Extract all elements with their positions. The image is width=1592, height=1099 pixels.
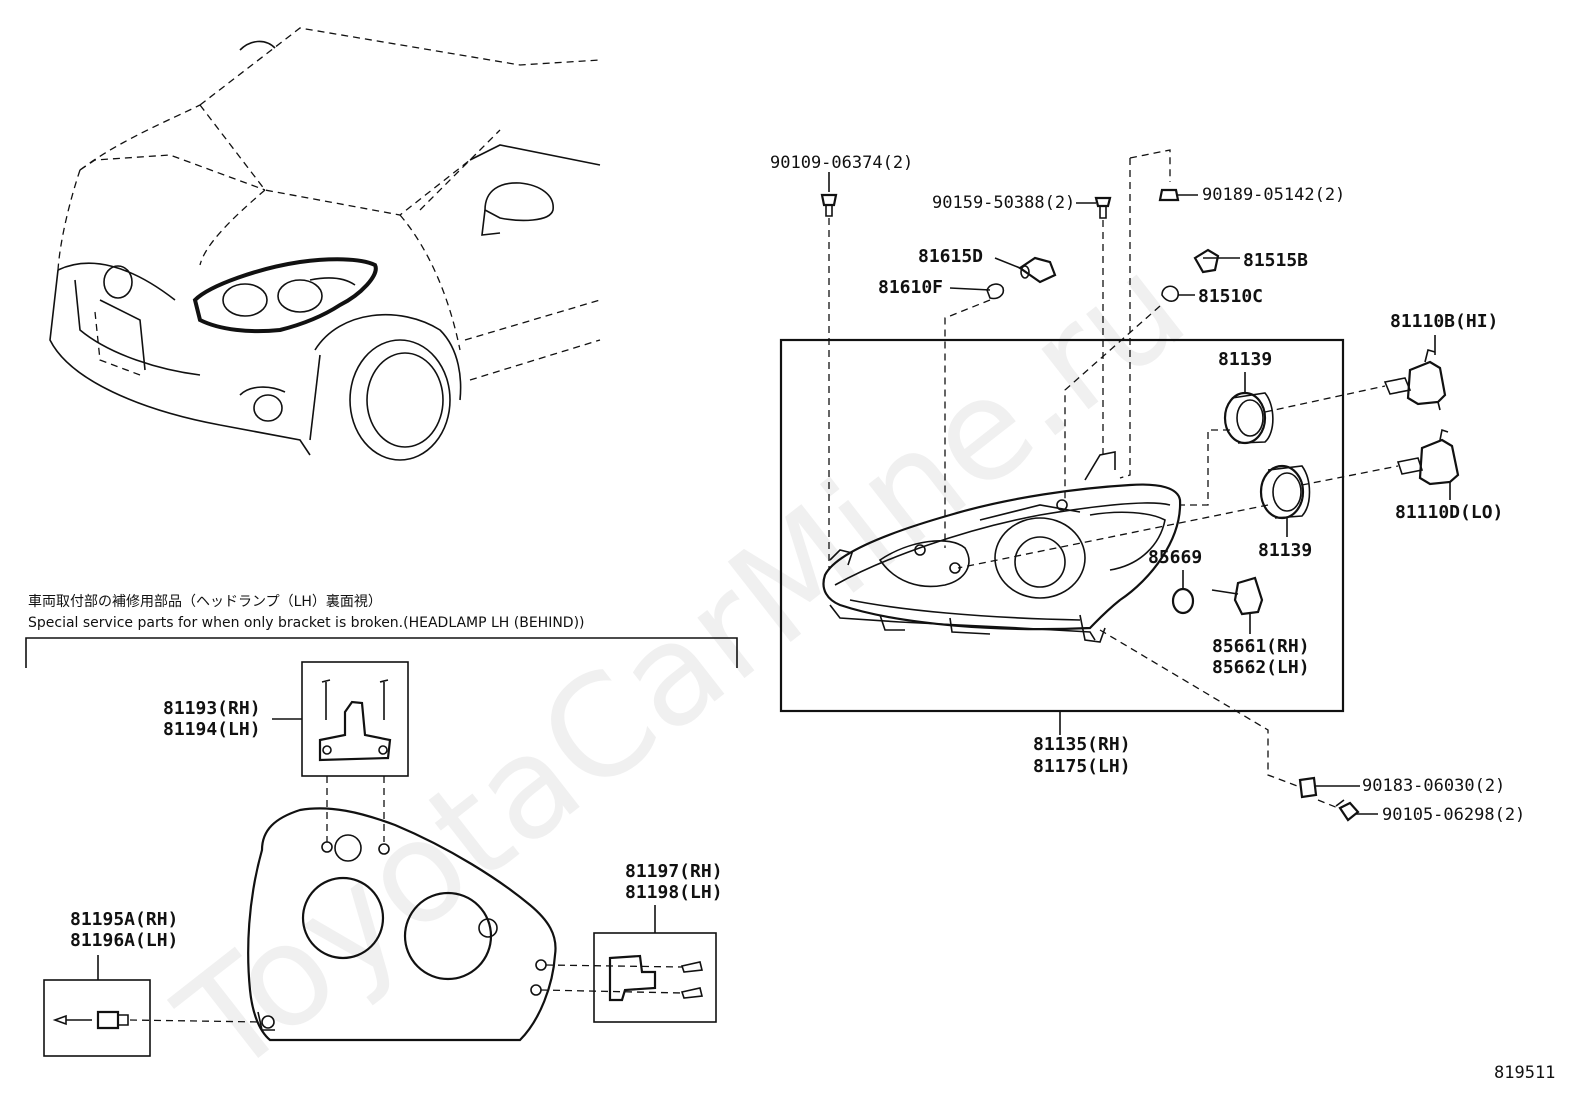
screw-90109	[820, 193, 838, 217]
screw-90105	[1335, 799, 1360, 822]
bulb-cap-81139-upper	[1223, 391, 1274, 445]
diagram-id: 819511	[1494, 1063, 1555, 1083]
label-81198-lh: 81198(LH)	[625, 882, 723, 903]
socket-81615d	[1018, 256, 1057, 284]
bulb-81610f	[986, 283, 1005, 300]
label-81139-upper: 81139	[1218, 349, 1272, 370]
label-90183-06030: 90183-06030(2)	[1362, 776, 1505, 796]
headlamp-back-view	[247, 807, 557, 1042]
label-81193-rh: 81193(RH)	[163, 698, 261, 719]
car-front-illustration	[49, 27, 601, 461]
label-90159-50388: 90159-50388(2)	[932, 193, 1075, 213]
leveling-actuator	[1211, 576, 1264, 616]
note-english: Special service parts for when only brac…	[28, 615, 585, 631]
note-japanese: 車両取付部の補修用部品（ヘッドランプ（LH）裏面視）	[28, 593, 382, 610]
bracket-81197-box	[593, 932, 717, 1023]
bracket-81193-box	[301, 661, 409, 777]
label-81610f: 81610F	[878, 277, 943, 298]
label-81197-rh: 81197(RH)	[625, 861, 723, 882]
headlamp-housing	[822, 483, 1182, 631]
label-81110d-lo: 81110D(LO)	[1395, 502, 1503, 523]
assembly-frame	[779, 338, 1345, 713]
nut-90189	[1158, 188, 1180, 202]
label-81195a-rh: 81195A(RH)	[70, 909, 178, 930]
label-81615d: 81615D	[918, 246, 983, 267]
label-90105-06298: 90105-06298(2)	[1382, 805, 1525, 825]
label-81196a-lh: 81196A(LH)	[70, 930, 178, 951]
screw-90159	[1094, 196, 1112, 219]
bulb-cap-81139-lower	[1259, 464, 1311, 520]
o-ring-85669	[1171, 587, 1195, 615]
socket-81515b	[1193, 248, 1220, 274]
label-85662-lh: 85662(LH)	[1212, 657, 1310, 678]
label-81139-lower: 81139	[1258, 540, 1312, 561]
note-bracket-line	[25, 637, 738, 668]
label-81135-rh: 81135(RH)	[1033, 734, 1131, 755]
clip-90183	[1298, 776, 1318, 799]
label-81510c: 81510C	[1198, 286, 1263, 307]
label-81515b: 81515B	[1243, 250, 1308, 271]
label-85669: 85669	[1148, 547, 1202, 568]
bulb-81110d-lo	[1396, 428, 1460, 486]
headlamp-assembly-group	[779, 149, 1460, 822]
label-90189-05142: 90189-05142(2)	[1202, 185, 1345, 205]
bulb-81110b-hi	[1383, 349, 1447, 411]
bracket-81195a-box	[43, 979, 151, 1057]
bulb-81510c	[1161, 285, 1179, 302]
label-81194-lh: 81194(LH)	[163, 719, 261, 740]
label-85661-rh: 85661(RH)	[1212, 636, 1310, 657]
label-90109-06374: 90109-06374(2)	[770, 153, 913, 173]
label-81110b-hi: 81110B(HI)	[1390, 311, 1498, 332]
label-81175-lh: 81175(LH)	[1033, 756, 1131, 777]
